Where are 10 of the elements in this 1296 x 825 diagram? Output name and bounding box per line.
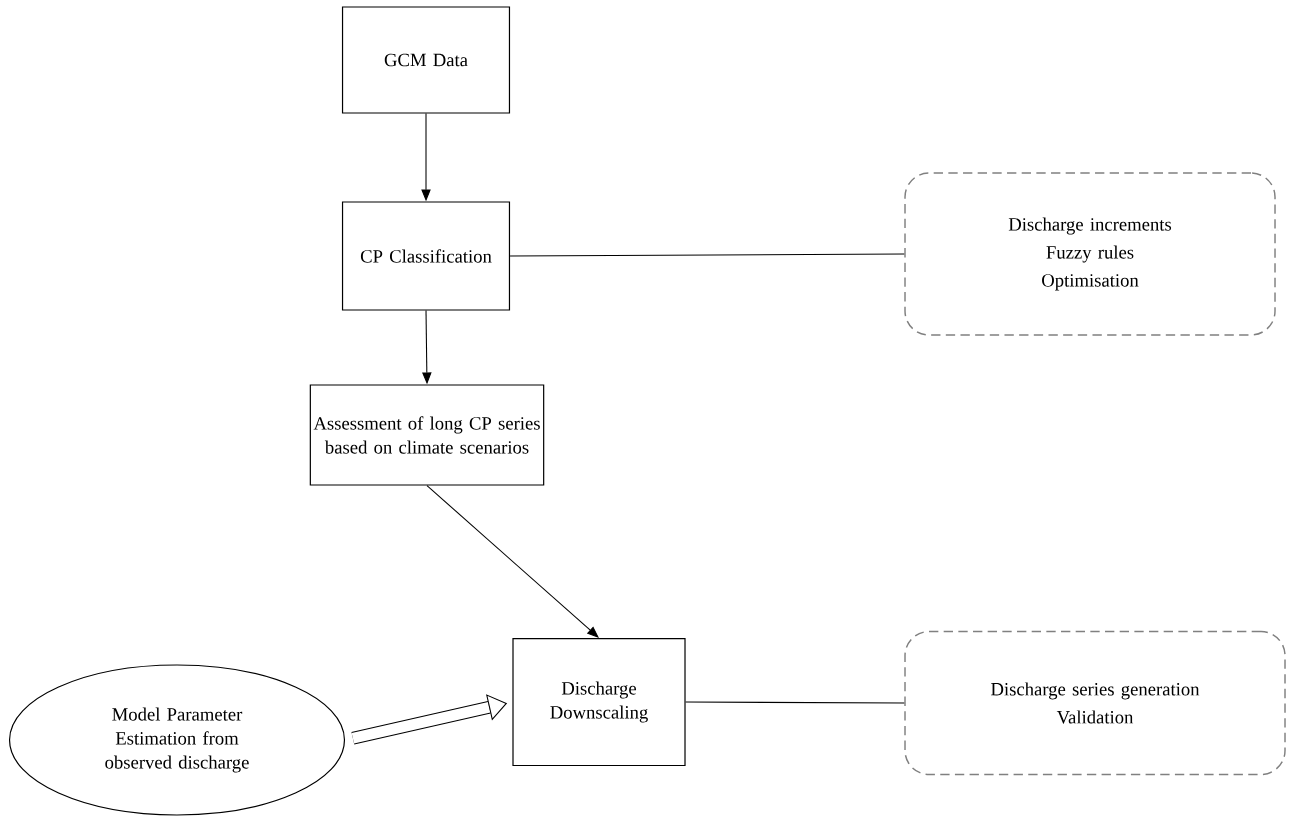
process-box: CP Classification [341, 201, 511, 311]
arrow [426, 485, 599, 638]
process-box: GCM Data [341, 6, 511, 114]
dashed-rounded-box: Discharge increments Fuzzy rules Optimisation [904, 172, 1276, 336]
dashed-rounded-box: Discharge series generation Validation [904, 630, 1286, 776]
process-box: Assessment of long CP series based on climate scenarios [309, 384, 545, 486]
process-box: Discharge Downscaling [512, 637, 686, 767]
ellipse-node: Model Parameter Estimation from observed discharge [8, 664, 346, 816]
connector-line [685, 701, 905, 704]
connector-line [509, 253, 905, 257]
